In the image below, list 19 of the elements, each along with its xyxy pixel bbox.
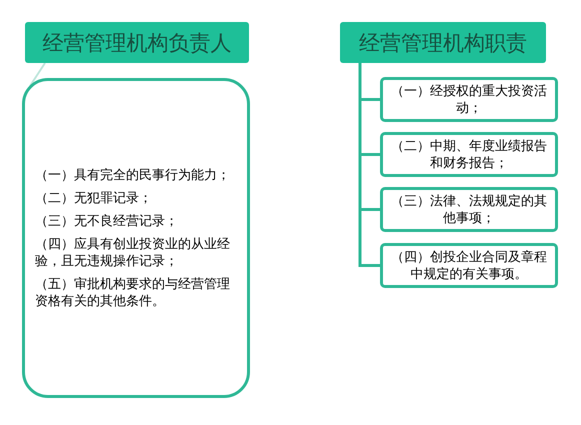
item-box — [380, 132, 558, 177]
heading-text: 经营管理机构职责 — [359, 30, 527, 56]
item-text: （四）应具有创业投资业的从业经验，且无违规操作记录； — [35, 236, 231, 270]
item-text: （三）无不良经营记录； — [35, 212, 179, 230]
heading-text: 经营管理机构负责人 — [42, 30, 232, 56]
rounded-list-box — [22, 78, 250, 398]
item-text: （一）经授权的重大投资活动； — [390, 82, 548, 116]
item-box — [380, 187, 558, 232]
item-text: （二）中期、年度业绩报告和财务报告； — [390, 138, 548, 172]
connector-line — [29, 62, 46, 87]
item-text: （二）无犯罪记录； — [35, 190, 153, 206]
heading-box — [340, 22, 546, 63]
item-text: （四）创投企业合同及章程中规定的有关事项。 — [390, 248, 548, 282]
heading-box — [25, 22, 249, 63]
item-text: （五）审批机构要求的与经营管理资格有关的其他条件。 — [35, 276, 231, 310]
item-text: （一）具有完全的民事行为能力； — [35, 166, 231, 184]
item-box — [380, 243, 558, 288]
item-box — [380, 77, 558, 122]
item-text: （三）法律、法规规定的其他事项； — [390, 192, 548, 226]
